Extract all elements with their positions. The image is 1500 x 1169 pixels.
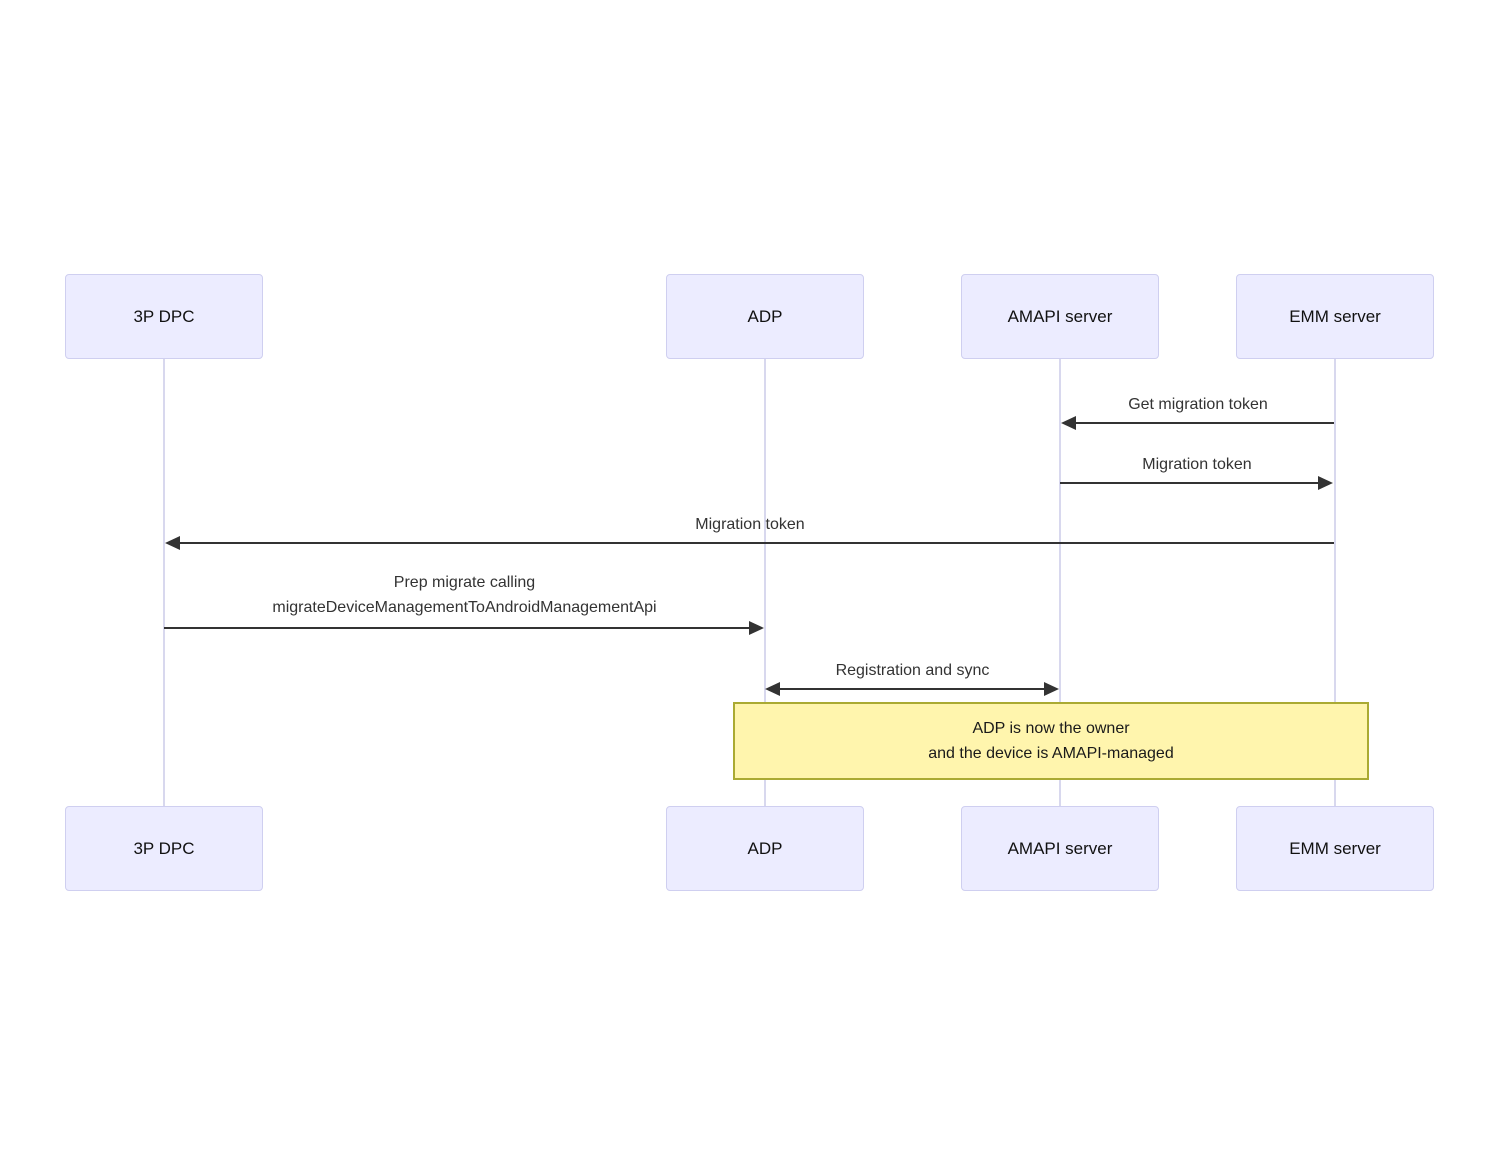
actor-adp-bottom: ADP: [666, 806, 864, 891]
actor-label: 3P DPC: [133, 306, 195, 326]
note-line2: and the device is AMAPI-managed: [928, 745, 1174, 762]
note-line1: ADP is now the owner: [972, 720, 1130, 737]
message-label-line1: Prep migrate calling: [393, 574, 536, 591]
actor-label: ADP: [747, 838, 783, 858]
lifeline-emm-server: [1334, 359, 1336, 806]
actor-amapi-server-top: AMAPI server: [961, 274, 1159, 359]
message-line: [1074, 422, 1334, 424]
message-line: [164, 627, 750, 629]
lifeline-3p-dpc: [163, 359, 165, 806]
message-label-get-migration-token: Get migration token: [1128, 396, 1268, 413]
actor-emm-server-top: EMM server: [1236, 274, 1434, 359]
message-label-registration-and-sync: Registration and sync: [835, 662, 990, 679]
message-line: [178, 542, 1334, 544]
message-line: [1060, 482, 1320, 484]
arrowhead-right-icon: [749, 621, 764, 635]
lifeline-amapi-server: [1059, 359, 1061, 806]
actor-label: 3P DPC: [133, 838, 195, 858]
actor-emm-server-bottom: EMM server: [1236, 806, 1434, 891]
lifeline-adp: [764, 359, 766, 806]
actor-label: AMAPI server: [1007, 838, 1113, 858]
arrowhead-left-icon: [1061, 416, 1076, 430]
arrowhead-right-icon: [1318, 476, 1333, 490]
actor-label: EMM server: [1289, 306, 1381, 326]
message-line: [778, 688, 1046, 690]
actor-label: AMAPI server: [1007, 306, 1113, 326]
note-adp-owner: ADP is now the owner and the device is A…: [733, 702, 1369, 780]
actor-3p-dpc-top: 3P DPC: [65, 274, 263, 359]
arrowhead-right-icon: [1044, 682, 1059, 696]
message-label-migration-token-to-dpc: Migration token: [695, 516, 805, 533]
message-label-prep-migrate: Prep migrate calling migrateDeviceManage…: [164, 570, 765, 620]
arrowhead-left-icon: [765, 682, 780, 696]
message-label-migration-token-to-emm: Migration token: [1142, 456, 1252, 473]
message-label-line2: migrateDeviceManagementToAndroidManageme…: [272, 599, 657, 616]
actor-amapi-server-bottom: AMAPI server: [961, 806, 1159, 891]
arrowhead-left-icon: [165, 536, 180, 550]
actor-3p-dpc-bottom: 3P DPC: [65, 806, 263, 891]
actor-adp-top: ADP: [666, 274, 864, 359]
actor-label: EMM server: [1289, 838, 1381, 858]
actor-label: ADP: [747, 306, 783, 326]
